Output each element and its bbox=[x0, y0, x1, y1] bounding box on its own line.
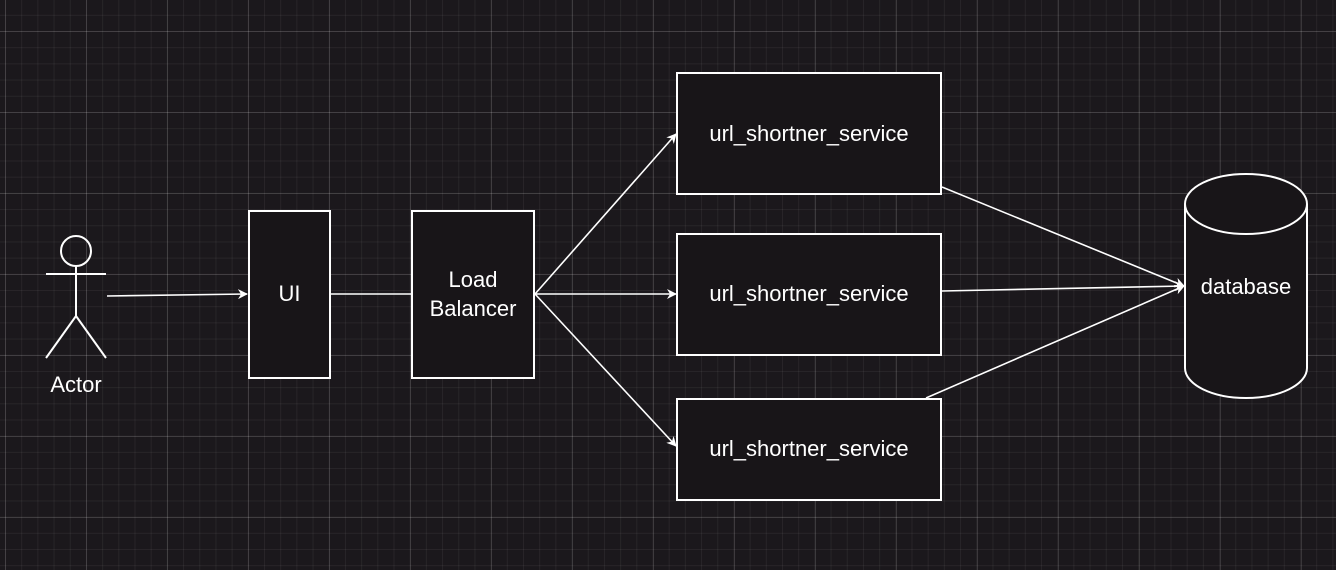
edge-service-2-to-database[interactable] bbox=[941, 281, 1185, 292]
load-balancer-label-line1: Load bbox=[449, 267, 498, 292]
edge-service-3-to-database[interactable] bbox=[925, 284, 1185, 399]
service-label-1: url_shortner_service bbox=[709, 121, 908, 146]
service-box-2 bbox=[676, 233, 942, 356]
service-node-2[interactable]: url_shortner_service bbox=[676, 233, 942, 356]
edge-actor-to-ui[interactable] bbox=[106, 289, 248, 300]
ui-box bbox=[248, 210, 331, 379]
service-box-1 bbox=[676, 72, 942, 195]
load-balancer-node[interactable]: Load Balancer bbox=[411, 210, 535, 379]
ui-node[interactable]: UI bbox=[248, 210, 331, 379]
ui-label: UI bbox=[279, 281, 301, 306]
edge-service-1-to-database[interactable] bbox=[941, 186, 1185, 288]
service-label-3: url_shortner_service bbox=[709, 436, 908, 461]
database-cylinder-rim bbox=[1184, 203, 1308, 235]
database-label: database bbox=[1201, 274, 1292, 299]
actor-figure-icon bbox=[45, 235, 107, 359]
actor-node[interactable]: Actor bbox=[45, 235, 107, 397]
service-label-2: url_shortner_service bbox=[709, 281, 908, 306]
load-balancer-box bbox=[411, 210, 535, 379]
actor-label: Actor bbox=[50, 372, 101, 397]
service-box-3 bbox=[676, 398, 942, 501]
load-balancer-label-line2: Balancer bbox=[430, 296, 517, 321]
service-node-1[interactable]: url_shortner_service bbox=[676, 72, 942, 195]
edge-lb-to-service-1[interactable] bbox=[534, 133, 677, 295]
service-node-3[interactable]: url_shortner_service bbox=[676, 398, 942, 501]
edge-lb-to-service-3[interactable] bbox=[534, 293, 677, 447]
database-node[interactable]: database bbox=[1184, 173, 1308, 399]
